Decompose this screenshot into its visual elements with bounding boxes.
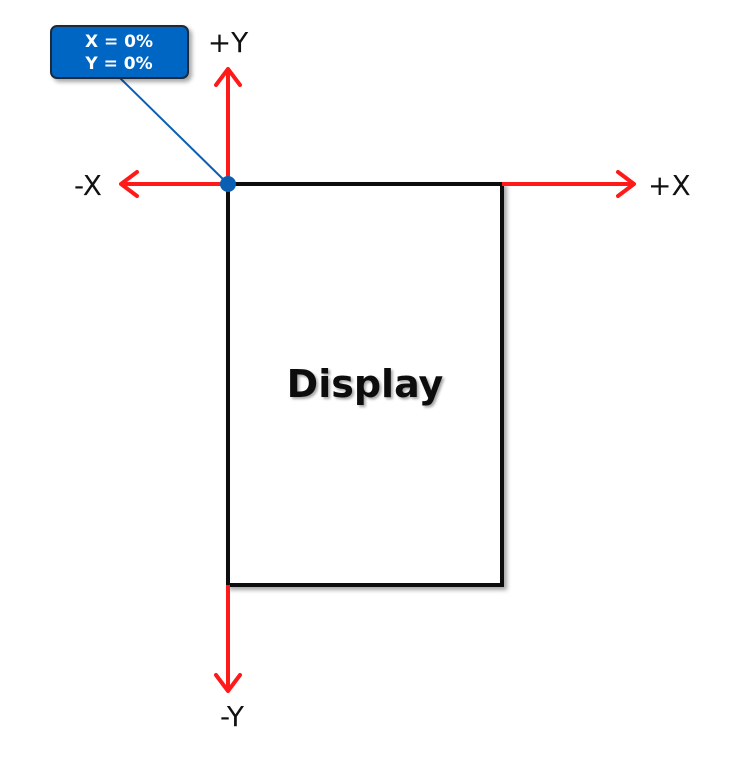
axis-label-pos-x: +X [648, 169, 691, 202]
y-axis-positive-arrowhead [214, 67, 242, 87]
origin-callout-box [50, 25, 189, 79]
callout-x-value: X = 0% [85, 32, 153, 52]
axis-label-pos-y: +Y [208, 26, 249, 59]
axis-label-neg-x: -X [74, 169, 102, 202]
display-label: Display [287, 362, 444, 406]
origin-marker [220, 176, 236, 192]
axis-label-neg-y: -Y [220, 700, 245, 733]
callout-leader-line [119, 77, 229, 185]
callout-y-value: Y = 0% [84, 54, 152, 74]
x-axis-negative-arrowhead [119, 170, 139, 198]
x-axis-positive-arrowhead [616, 170, 636, 198]
display-panel [226, 182, 504, 587]
y-axis-negative-arrowhead [214, 673, 242, 693]
